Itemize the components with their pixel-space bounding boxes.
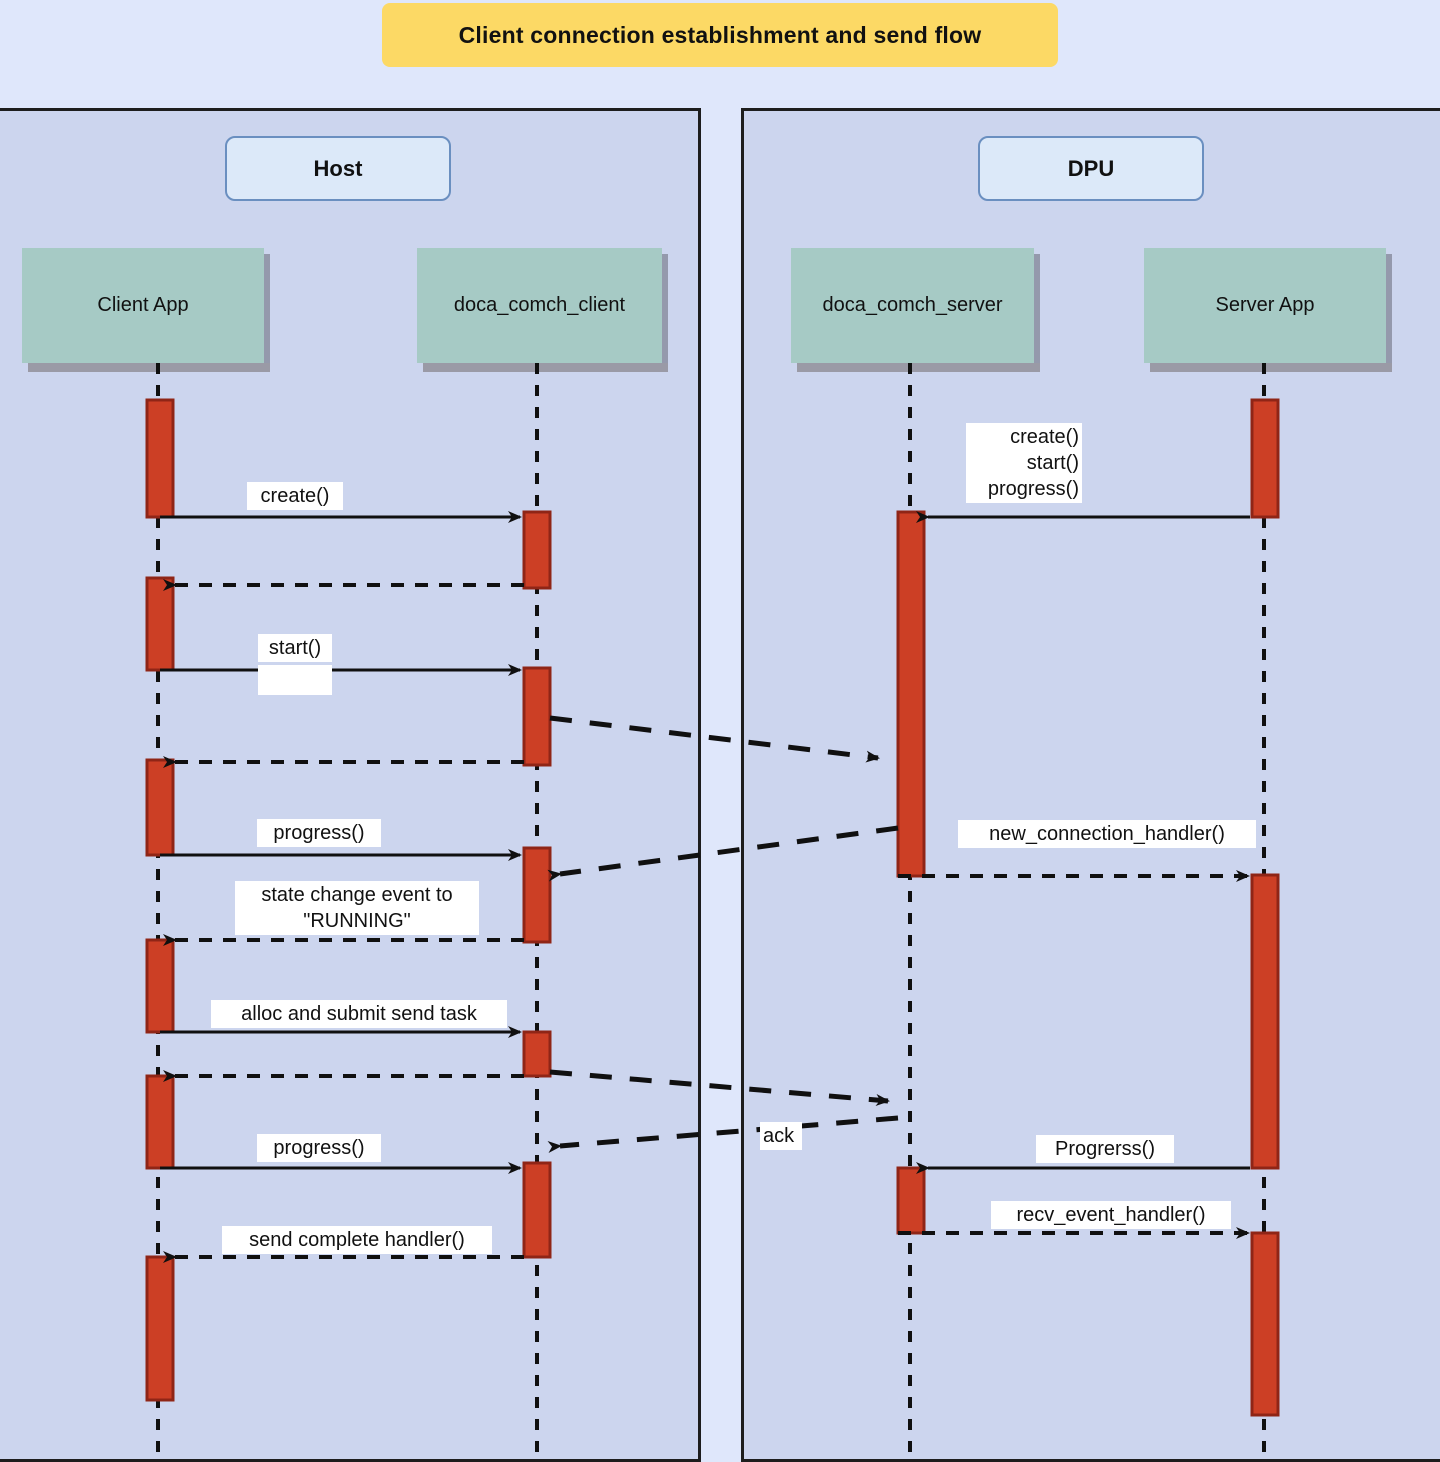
label-progress-2: progress() — [257, 1134, 381, 1162]
msg-connect-request — [549, 715, 880, 763]
label-start: start() — [258, 634, 332, 662]
participant-client-app: Client App — [22, 248, 264, 363]
msg-ack — [547, 1115, 899, 1153]
label-ack: ack — [760, 1122, 802, 1150]
label-state-change: state change event to "RUNNING" — [235, 881, 479, 935]
label-start-blank — [258, 665, 332, 695]
label-new-connection-handler: new_connection_handler() — [958, 820, 1256, 848]
label-progress-1: progress() — [257, 819, 381, 847]
participant-comch-server: doca_comch_server — [791, 248, 1034, 363]
label-alloc-submit: alloc and submit send task — [211, 1000, 507, 1028]
label-server-create-start-progress: create() start() progress() — [966, 423, 1082, 503]
dashed-messages — [163, 579, 1250, 1263]
participant-server-app: Server App — [1144, 248, 1386, 363]
participant-comch-client: doca_comch_client — [417, 248, 662, 363]
cross-frame-messages — [547, 715, 899, 1153]
group-label-host: Host — [225, 136, 451, 201]
activation-bars — [145, 398, 1280, 1417]
msg-send-data — [549, 1069, 890, 1106]
label-progrerss: Progrerss() — [1036, 1135, 1174, 1163]
msg-connect-response — [547, 825, 899, 882]
diagram-title: Client connection establishment and send… — [382, 3, 1058, 67]
label-create: create() — [247, 482, 343, 510]
solid-messages — [160, 511, 1250, 1174]
label-send-complete-handler: send complete handler() — [222, 1226, 492, 1254]
participant-box-shadows — [28, 363, 1392, 372]
group-label-dpu: DPU — [978, 136, 1204, 201]
label-recv-event-handler: recv_event_handler() — [991, 1201, 1231, 1229]
